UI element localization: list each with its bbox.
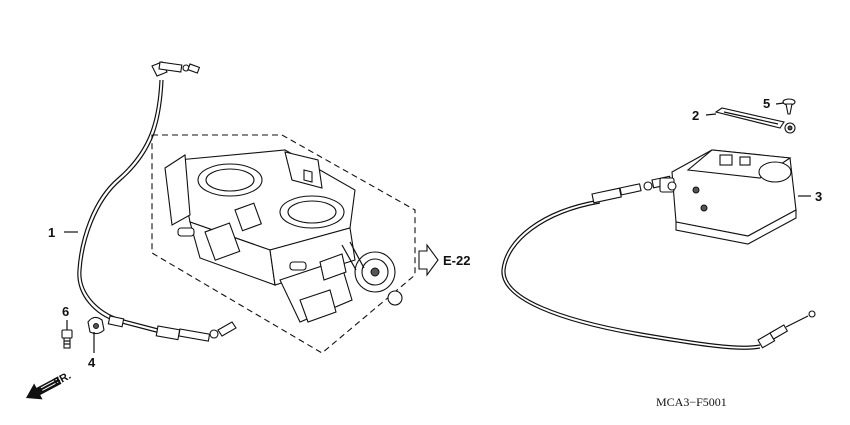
reference-label: E-22	[443, 253, 470, 268]
callout-2: 2	[692, 108, 699, 123]
callout-3: 3	[815, 189, 822, 204]
cable-part-1	[77, 61, 237, 342]
clamp-part-4	[87, 316, 105, 335]
strip-part-2	[714, 107, 796, 134]
callout-4: 4	[88, 355, 96, 370]
callout-leaders	[64, 102, 811, 353]
bolt-part-6	[61, 329, 73, 349]
screw-part-5	[782, 98, 796, 115]
control-box-part-3	[659, 149, 797, 245]
diagram-code: MCA3−F5001	[656, 395, 727, 409]
front-direction-arrow-icon	[26, 376, 62, 400]
throttle-body-assembly	[151, 134, 416, 354]
callout-5: 5	[763, 96, 770, 111]
front-direction-label: FR.	[52, 370, 73, 389]
reference-arrow	[418, 243, 439, 277]
callout-6: 6	[62, 304, 69, 319]
callout-1: 1	[48, 225, 55, 240]
